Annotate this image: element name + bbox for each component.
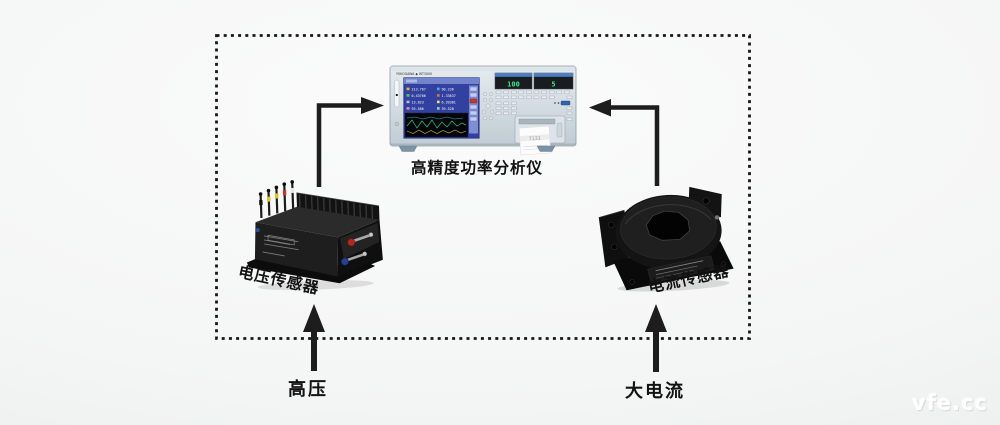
svg-text:1.33637: 1.33637 [442,94,456,98]
svg-text:0.43766: 0.43766 [412,94,426,98]
watermark-text: vfe.cc [912,391,988,415]
power-analyzer-image: YOKOGAWA ◆ WT3000 213.767 90.236 [389,65,577,156]
svg-text:6.39381: 6.39381 [442,100,456,104]
analyzer-key-cluster [482,92,494,120]
svg-text:39.528: 39.528 [442,107,454,111]
analyzer-display-left: 100 [494,72,533,90]
svg-text:7131: 7131 [529,136,541,143]
voltage-sensor-image [246,180,383,291]
analyzer-blue-button [560,100,571,106]
analyzer-foot-left [398,145,418,152]
measurement-boundary [215,34,751,340]
svg-text:100: 100 [507,81,520,89]
high-voltage-label: 高压 [288,379,328,400]
analyzer-buttons [495,90,573,121]
analyzer-screen: 213.767 90.236 0.43766 1.33637 13.823 6.… [403,77,480,139]
svg-text:5: 5 [551,81,555,89]
analyzer-display-right: 5 [533,72,574,90]
current-sensor-toroid [615,194,722,270]
svg-text:93.586: 93.586 [412,107,424,111]
voltage-sensor-markings [262,234,299,257]
arrow-current-to-analyzer [589,99,660,186]
voltage-sensor-top [255,206,380,238]
analyzer-foot-right [536,145,556,152]
analyzer-label: 高精度功率分析仪 [410,159,543,177]
svg-text:213.767: 213.767 [412,87,426,91]
voltage-sensor-terminals [341,232,374,266]
voltage-sensor-base [246,259,376,284]
svg-text:13.823: 13.823 [412,100,424,104]
svg-text:90.236: 90.236 [442,87,454,91]
arrow-high-voltage-input [303,304,325,371]
arrow-voltage-to-analyzer [316,97,384,187]
voltage-sensor-pins [258,180,295,219]
large-current-label: 大电流 [625,381,685,402]
current-sensor-image [598,186,734,292]
analyzer-brand-text: YOKOGAWA ◆ WT3000 [396,72,432,76]
arrow-large-current-input [645,304,667,372]
analyzer-handle-slot [394,79,400,108]
current-sensor-label-plate [647,255,715,284]
voltage-sensor-heatsink [296,192,380,222]
